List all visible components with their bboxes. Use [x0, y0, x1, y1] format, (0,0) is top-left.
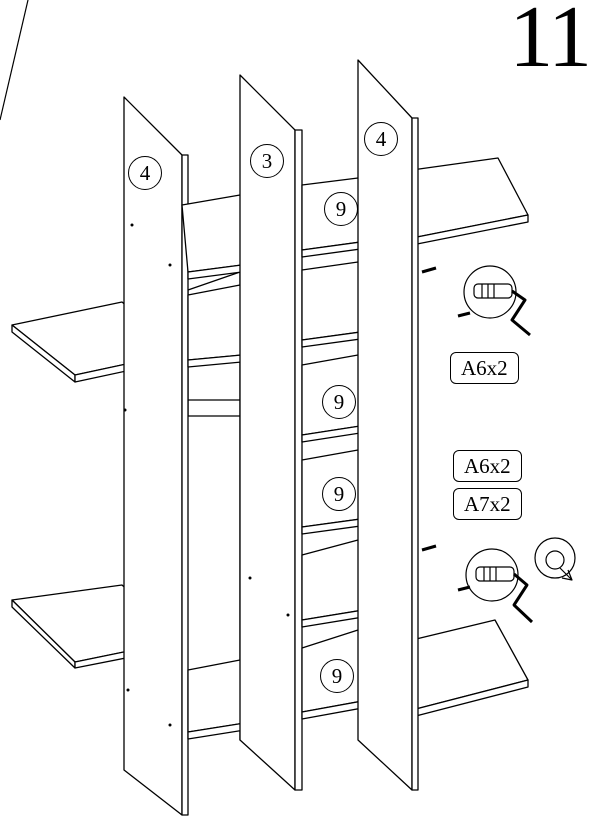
hardware-tag: A6x2	[450, 352, 519, 384]
panel-middle-edge	[294, 129, 303, 791]
part-callout: 4	[128, 156, 162, 190]
hardware-tag: A6x2	[453, 450, 522, 482]
part-callout: 9	[322, 477, 356, 511]
back-panel-box	[187, 399, 241, 417]
part-callout: 9	[320, 659, 354, 693]
part-callout: 9	[324, 192, 358, 226]
panel-right-side	[357, 59, 413, 791]
hardware-tag: A7x2	[453, 488, 522, 520]
part-callout: 3	[250, 144, 284, 178]
cam-lock-screwdriver-icon-2	[465, 548, 534, 624]
part-callout: 9	[322, 385, 356, 419]
panel-middle-side	[239, 74, 296, 791]
panel-left-edge	[181, 154, 189, 816]
step-number: 11	[509, 0, 592, 86]
page-frame-line	[0, 0, 29, 121]
panel-left-side	[123, 96, 183, 816]
panel-right-edge	[411, 117, 419, 791]
cam-lock-screwdriver-icon	[463, 265, 531, 337]
part-callout: 4	[364, 122, 398, 156]
cam-dowel-icon	[534, 537, 576, 581]
